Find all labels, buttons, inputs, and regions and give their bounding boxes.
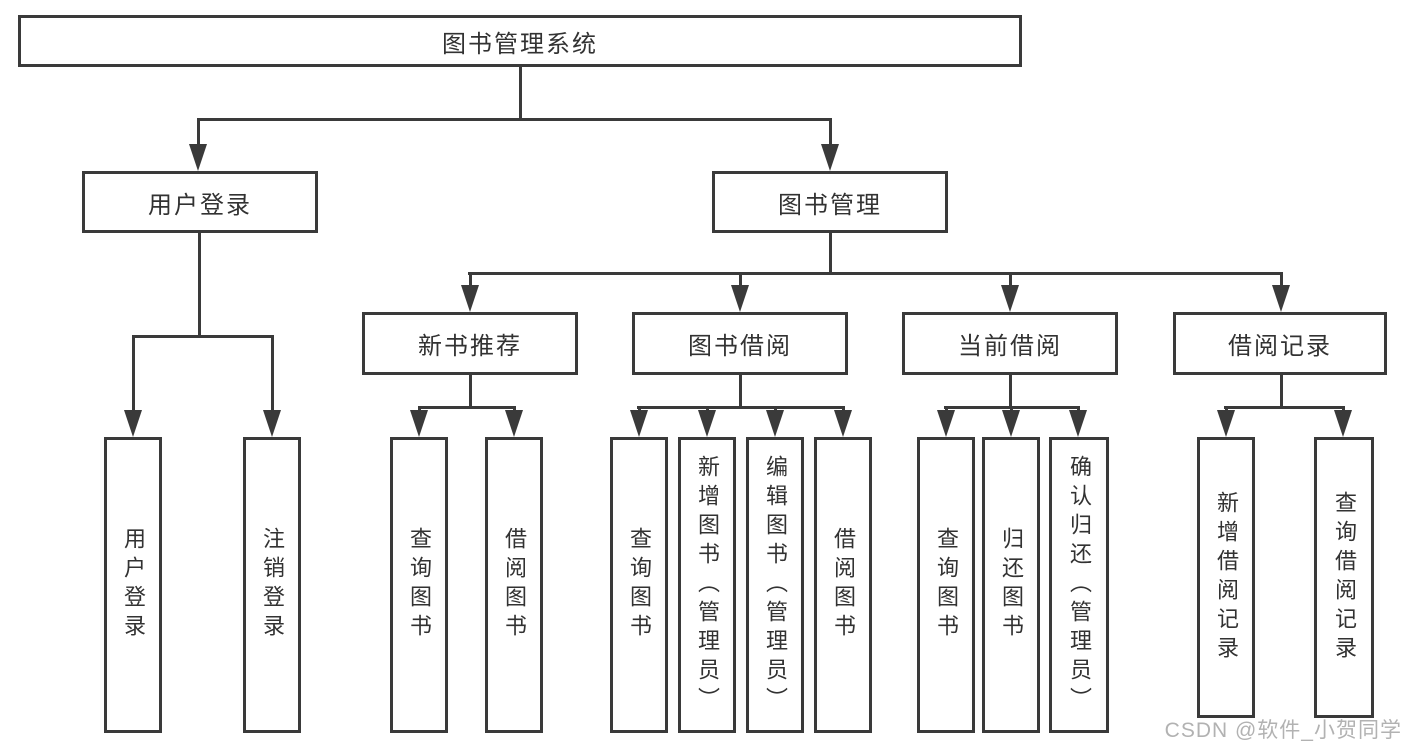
leaf-current-query-book: 查询图书 [917,437,975,733]
leaf-add-borrow-record: 新增借阅记录 [1197,437,1255,718]
node-library-system: 图书管理系统 [18,15,1022,67]
arrow-down-icon [1272,272,1290,312]
arrow-down-icon [937,406,955,437]
arrow-down-icon [731,272,749,312]
connector-hline [132,335,274,338]
connector-hline [197,118,832,121]
leaf-recommend-borrow-book: 借阅图书 [485,437,543,733]
arrow-down-icon [1069,406,1087,437]
arrow-down-icon [821,118,839,171]
leaf-recommend-query-book: 查询图书 [390,437,448,733]
arrow-down-icon [1002,406,1020,437]
leaf-add-book-admin: 新增图书（管理员） [678,437,736,733]
node-current-borrow: 当前借阅 [902,312,1118,375]
connector-hline [1224,406,1345,409]
arrow-down-icon [1001,272,1019,312]
connector-hline [418,406,516,409]
connector-vline [1009,375,1012,406]
node-user-login: 用户登录 [82,171,318,233]
arrow-down-icon [189,118,207,171]
arrow-down-icon [124,335,142,437]
connector-vline [1280,375,1283,406]
connector-hline [468,272,1283,275]
connector-vline [198,233,201,335]
arrow-down-icon [263,335,281,437]
arrow-down-icon [1334,406,1352,437]
leaf-confirm-return-admin: 确认归还（管理员） [1049,437,1109,733]
arrow-down-icon [461,272,479,312]
csdn-watermark: CSDN @软件_小贺同学 [1164,719,1402,742]
arrow-down-icon [698,406,716,437]
leaf-user-login: 用户登录 [104,437,162,733]
leaf-borrow-query-book: 查询图书 [610,437,668,733]
node-book-borrow: 图书借阅 [632,312,848,375]
arrow-down-icon [1217,406,1235,437]
connector-hline [637,406,845,409]
leaf-return-book: 归还图书 [982,437,1040,733]
leaf-logout: 注销登录 [243,437,301,733]
leaf-query-borrow-record: 查询借阅记录 [1314,437,1374,718]
node-borrow-records: 借阅记录 [1173,312,1387,375]
arrow-down-icon [766,406,784,437]
leaf-edit-book-admin: 编辑图书（管理员） [746,437,804,733]
arrow-down-icon [834,406,852,437]
arrow-down-icon [630,406,648,437]
node-new-book-recommend: 新书推荐 [362,312,578,375]
connector-vline [739,375,742,406]
leaf-borrow-borrow-book: 借阅图书 [814,437,872,733]
node-book-management: 图书管理 [712,171,948,233]
connector-vline [829,233,832,272]
connector-vline [469,375,472,406]
connector-vline [519,67,522,118]
arrow-down-icon [410,406,428,437]
arrow-down-icon [505,406,523,437]
